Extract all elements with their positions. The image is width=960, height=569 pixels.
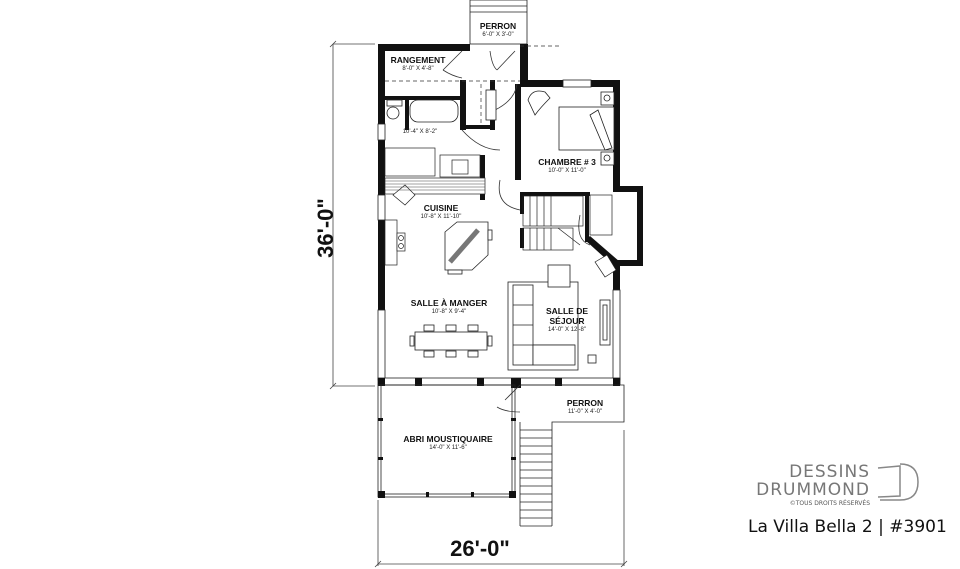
room-dimensions: 8'-0" X 4'-8"	[402, 66, 434, 72]
room-name: CHAMBRE # 3	[538, 157, 596, 167]
brand-line-2: DRUMMOND	[756, 480, 870, 500]
room-label-bathroom: 10'-4" X 8'-2"	[403, 128, 438, 136]
room-name-line2: SÉJOUR	[549, 316, 585, 326]
doors	[442, 50, 591, 413]
exterior-steps	[520, 429, 552, 519]
bedroom-furniture	[527, 90, 615, 166]
room-label-cuisine: CUISINE 10'-8" X 11'-10"	[421, 203, 462, 221]
drummond-d-logo-icon	[877, 463, 919, 501]
room-label-salle-de-sejour: SALLE DE SÉJOUR 14'-0" X 12'-8"	[546, 306, 588, 334]
room-label-salle-a-manger: SALLE À MANGER 10'-8" X 9'-4"	[411, 298, 488, 316]
room-dimensions: 6'-0" X 3'-0"	[482, 32, 514, 38]
brand-line-1: DESSINS	[789, 462, 870, 482]
plan-title: La Villa Bella 2 | #3901	[748, 517, 947, 537]
room-label-perron-top: PERRON 6'-0" X 3'-0"	[480, 21, 516, 39]
room-label-chambre-3: CHAMBRE # 3 10'-0" X 11'-0"	[538, 157, 596, 175]
porch-posts	[378, 418, 516, 498]
room-name: SALLE À MANGER	[410, 298, 488, 308]
room-dimensions: 10'-8" X 11'-10"	[420, 214, 462, 220]
overall-depth-dimension: 36'-0"	[313, 198, 338, 258]
room-label-rangement: RANGEMENT 8'-0" X 4'-8"	[391, 55, 446, 73]
room-dimensions: 14'-0" X 12'-8"	[548, 327, 586, 333]
closet	[589, 194, 617, 278]
room-name: SALLE DE	[545, 306, 589, 316]
counter-hatching	[385, 180, 485, 191]
room-dimensions: 10'-0" X 11'-0"	[548, 168, 586, 174]
side-perron	[519, 384, 625, 527]
angled-wall	[585, 236, 620, 268]
overall-width-dimension: 26'-0"	[450, 536, 510, 561]
room-name: ABRI MOUSTIQUAIRE	[403, 434, 493, 444]
interior-stairs	[522, 195, 584, 251]
room-name: CUISINE	[423, 203, 459, 213]
room-label-abri-moustiquaire: ABRI MOUSTIQUAIRE 14'-0" X 11'-6"	[403, 434, 492, 452]
room-dimensions: 11'-0" X 4'-0"	[567, 409, 603, 415]
room-name: PERRON	[479, 21, 517, 31]
screened-porch	[377, 384, 516, 498]
room-dimensions: 10'-8" X 9'-4"	[431, 309, 467, 315]
brand-copyright: ©TOUS DROITS RÉSERVÉS	[789, 500, 870, 507]
room-dimensions: 14'-0" X 11'-6"	[429, 445, 467, 451]
front-wall-posts	[378, 378, 620, 388]
room-dimensions: 10'-4" X 8'-2"	[402, 129, 438, 135]
kitchen-island	[444, 221, 493, 275]
bathroom-fixtures	[386, 89, 497, 123]
living-room-furniture	[507, 264, 611, 371]
room-name: RANGEMENT	[390, 55, 446, 65]
dimension-lines	[329, 40, 628, 568]
dashed-lines	[385, 45, 560, 125]
dining-table	[409, 324, 493, 358]
room-name: PERRON	[566, 398, 604, 408]
top-perron	[469, 0, 528, 45]
room-label-perron-side: PERRON 11'-0" X 4'-0"	[567, 398, 603, 416]
